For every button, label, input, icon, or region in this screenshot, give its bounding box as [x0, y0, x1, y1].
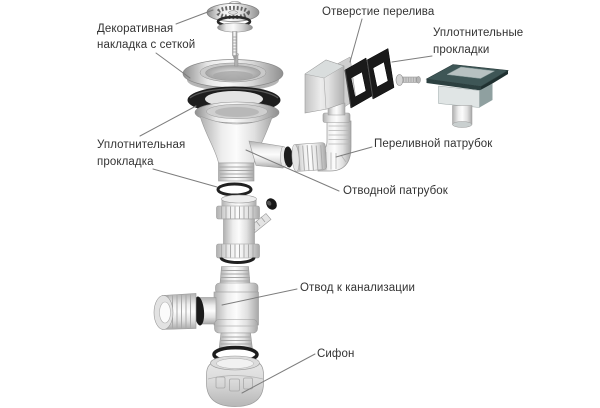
label-overflow-hole: Отверстие перелива	[322, 6, 435, 18]
sewer-outlet-gasket	[193, 296, 205, 326]
leader-sealing-gasket-oring	[152, 168, 218, 188]
leader-decorative-strainer-flange	[155, 52, 191, 79]
label-outlet-pipe: Отводной патрубок	[343, 185, 448, 197]
leader-overflow-hole	[349, 18, 363, 63]
funnel-side-outlet	[248, 140, 284, 169]
elbow-nut	[291, 142, 328, 172]
label-sewer-outlet: Отвод к канализации	[300, 282, 416, 294]
branch-o-ring	[219, 257, 256, 264]
label-overflow-pipe: Переливной патрубок	[374, 138, 493, 150]
funnel-threaded-neck	[218, 162, 255, 182]
label-sealing-gaskets: Уплотнительные прокладки	[433, 27, 524, 56]
leader-sealing-gaskets	[391, 55, 433, 63]
drain-funnel	[194, 101, 294, 182]
gasket-rear	[366, 48, 395, 100]
leader-sealing-gasket-ring	[139, 105, 197, 137]
overflow-elbow-assembly	[291, 112, 352, 172]
leader-siphon	[241, 353, 316, 394]
cover-slot	[446, 66, 496, 79]
overflow-screw	[395, 74, 421, 86]
spigot-cap	[266, 198, 277, 210]
drain-flange	[182, 53, 284, 91]
branch-pipe-assembly	[216, 194, 277, 264]
t-body-assembly	[153, 266, 259, 334]
leader-sewer-outlet	[221, 288, 298, 306]
label-decorative-strainer: Декоративная накладка с сеткой	[97, 23, 196, 51]
leader-overflow-pipe	[335, 146, 373, 158]
funnel-o-ring	[216, 182, 253, 197]
outlet-gasket	[283, 146, 294, 168]
leader-decorative-strainer-top	[175, 9, 214, 25]
cap-washer	[217, 22, 253, 33]
leader-lines	[139, 9, 433, 394]
overflow-cover	[425, 64, 509, 128]
overflow-gaskets	[344, 48, 395, 109]
label-siphon: Сифон	[317, 348, 355, 360]
leader-outlet-pipe	[245, 149, 340, 192]
siphon-cup-assembly	[206, 332, 264, 407]
label-sealing-gasket: Уплотнительная прокладка	[97, 139, 186, 168]
strainer-cap-assembly	[206, 1, 260, 62]
